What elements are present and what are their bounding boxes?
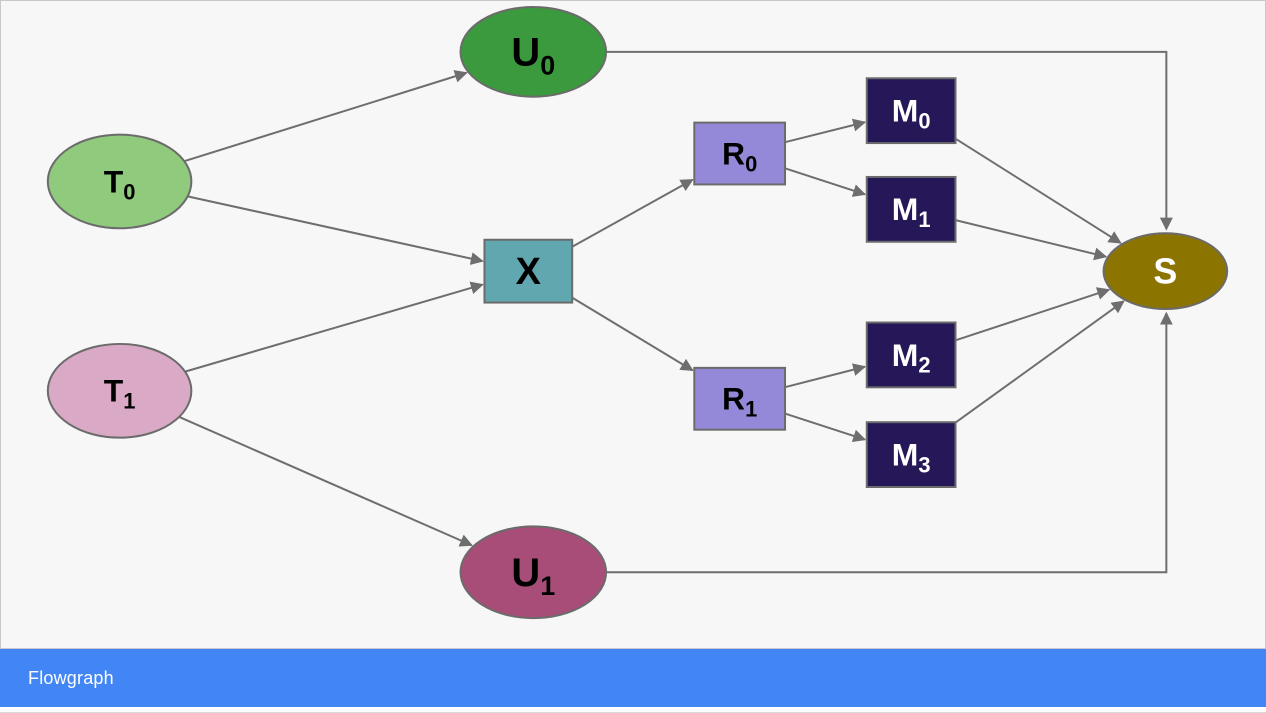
node-T1: T1 — [46, 342, 193, 439]
edge-R1-M3 — [784, 412, 867, 443]
edge-X-R1 — [571, 296, 694, 372]
node-label-T0: T0 — [104, 163, 136, 204]
edge-X-R0 — [571, 178, 694, 248]
title-bar-label: Flowgraph — [28, 667, 114, 688]
edge-M2-S — [955, 287, 1111, 342]
node-label-T1: T1 — [104, 373, 136, 414]
edge-T1-X — [184, 281, 484, 373]
node-M0: M0 — [865, 77, 957, 145]
edge-T1-U1 — [178, 416, 473, 547]
node-X: X — [483, 238, 574, 304]
node-U1: U1 — [459, 525, 608, 620]
title-bar: Flowgraph — [0, 649, 1266, 707]
node-M3: M3 — [865, 421, 957, 488]
node-label-U1: U1 — [511, 551, 555, 601]
edge-R0-M1 — [784, 167, 867, 197]
edge-R1-M2 — [784, 363, 867, 389]
edge-U0-S — [606, 50, 1173, 231]
node-M2: M2 — [865, 321, 957, 389]
node-R1: R1 — [693, 366, 787, 431]
node-T0: T0 — [46, 133, 193, 230]
node-U0: U0 — [459, 5, 608, 98]
node-label-R1: R1 — [722, 381, 757, 422]
node-label-M0: M0 — [892, 93, 931, 134]
node-label-M2: M2 — [892, 337, 931, 378]
edge-U1-S — [606, 311, 1173, 574]
edge-M3-S — [954, 300, 1125, 424]
edge-M1-S — [955, 219, 1108, 261]
edge-M0-S — [954, 137, 1122, 244]
node-label-M1: M1 — [892, 191, 931, 232]
node-label-M3: M3 — [892, 436, 931, 477]
node-R0: R0 — [693, 121, 787, 186]
edge-R0-M0 — [784, 118, 867, 144]
node-label-X: X — [516, 251, 541, 293]
node-M1: M1 — [865, 175, 957, 243]
edge-T0-X — [187, 195, 484, 265]
bottom-strip — [0, 707, 1266, 713]
node-S: S — [1102, 232, 1229, 311]
edge-T0-U0 — [184, 70, 468, 163]
node-label-R0: R0 — [722, 135, 757, 176]
node-label-U0: U0 — [511, 30, 555, 80]
node-label-S: S — [1153, 251, 1177, 291]
